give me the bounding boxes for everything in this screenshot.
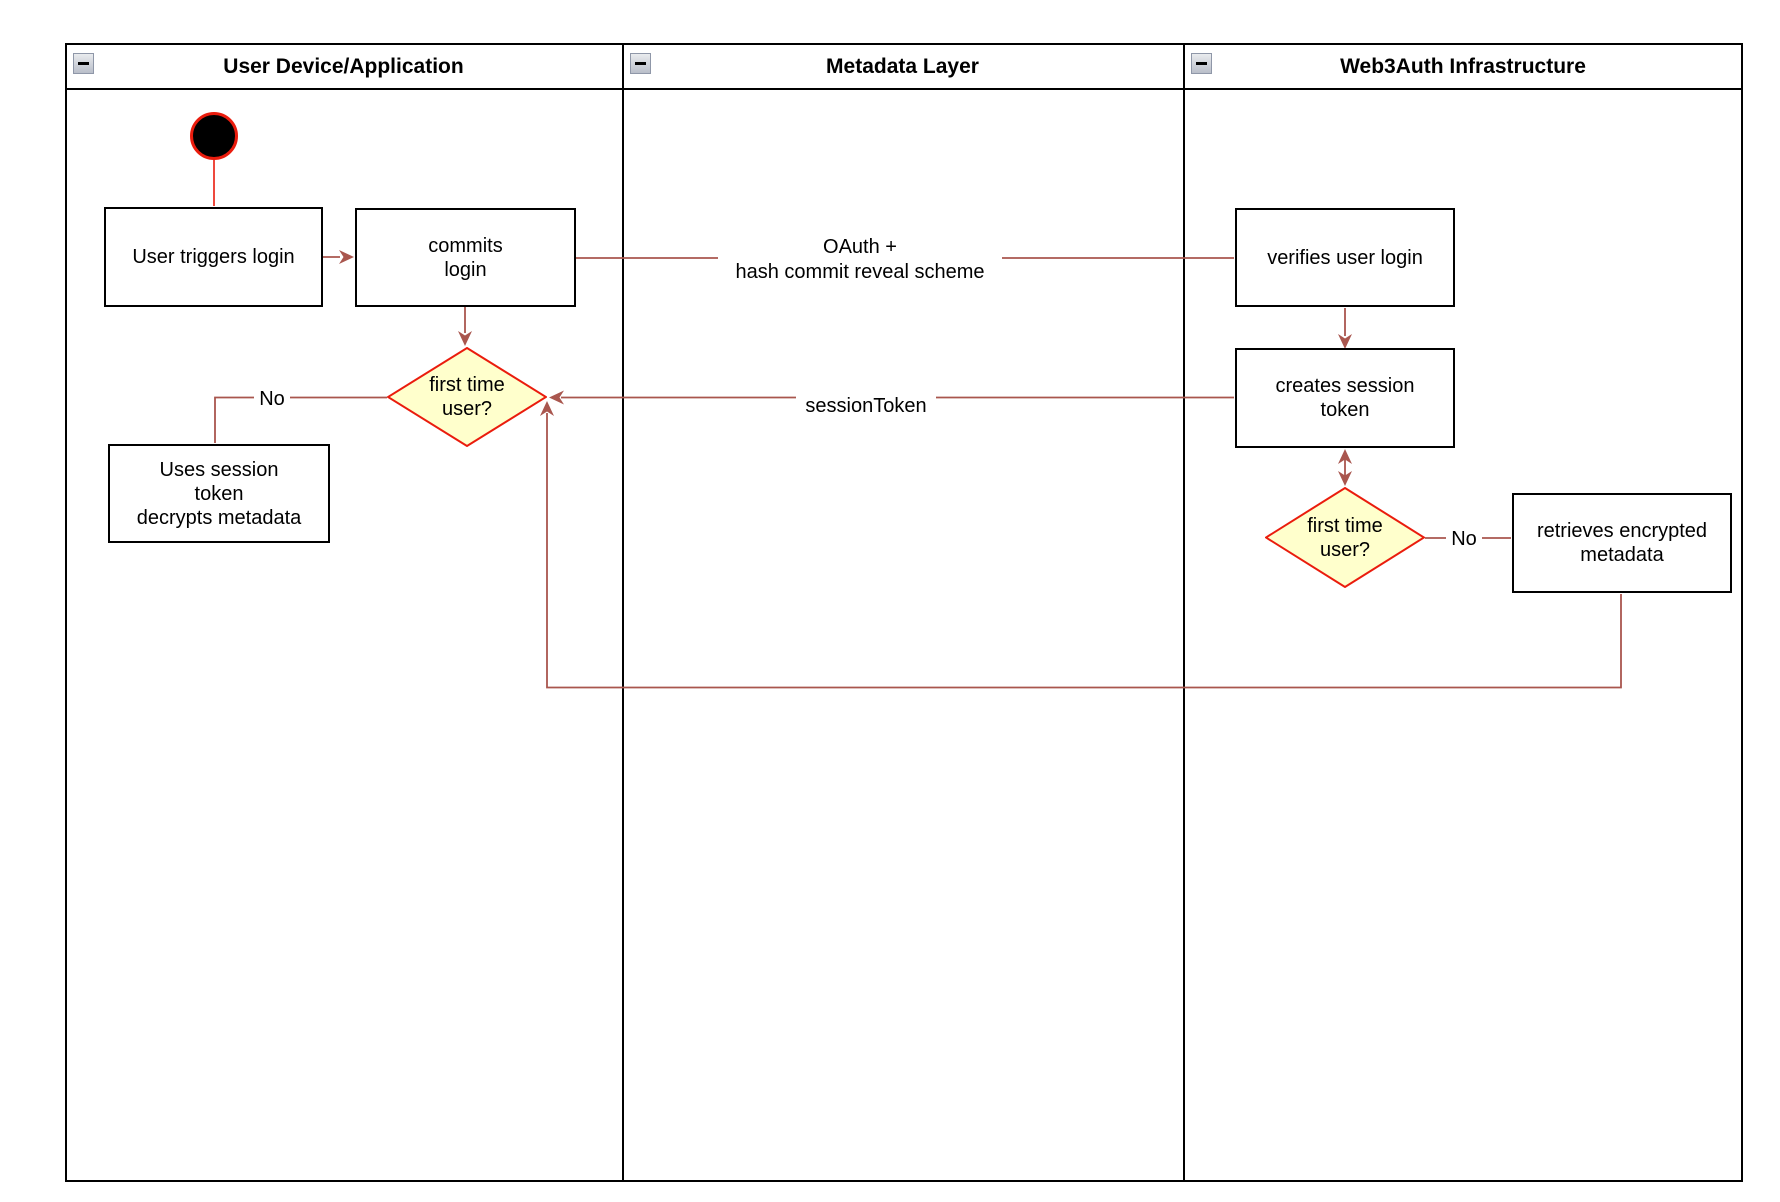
- lane-divider: [622, 43, 624, 1182]
- node-retrieves-encrypted-metadata[interactable]: retrieves encrypted metadata: [1512, 493, 1732, 593]
- minus-icon: [1196, 62, 1207, 65]
- node-verifies-user-login[interactable]: verifies user login: [1235, 208, 1455, 307]
- edge-label-oauth[interactable]: OAuth + hash commit reveal scheme: [718, 235, 1002, 285]
- lane-title: Metadata Layer: [826, 54, 979, 78]
- node-label-line: creates session: [1275, 375, 1415, 397]
- node-label-line: token: [1320, 399, 1370, 421]
- edge-label-no-left[interactable]: No: [254, 386, 290, 412]
- collapse-lane-icon[interactable]: [73, 53, 94, 74]
- decision-label-line: user?: [441, 398, 493, 420]
- node-label-line: decrypts metadata: [136, 506, 302, 529]
- edge-label-line: No: [259, 387, 285, 410]
- initial-state-icon[interactable]: [190, 112, 238, 160]
- lane-title: Web3Auth Infrastructure: [1340, 54, 1586, 78]
- node-commits-login[interactable]: commits login: [355, 208, 576, 307]
- edge-label-line: OAuth +: [823, 236, 897, 258]
- node-user-triggers-login[interactable]: User triggers login: [104, 207, 323, 307]
- node-label-line: retrieves encrypted: [1536, 520, 1708, 542]
- edge-label-no-right[interactable]: No: [1446, 526, 1482, 552]
- node-label-line: login: [444, 258, 487, 281]
- node-label-line: token: [194, 482, 244, 505]
- node-label-line: metadata: [1580, 544, 1664, 566]
- edge-label-line: hash commit reveal scheme: [735, 261, 985, 283]
- minus-icon: [635, 62, 646, 65]
- edge-label-line: sessionToken: [805, 395, 927, 417]
- lane-title: User Device/Application: [223, 54, 464, 78]
- decision-label-line: first time: [429, 374, 505, 396]
- decision-first-time-user-right[interactable]: first time user?: [1265, 487, 1425, 588]
- lane-header-user-device[interactable]: User Device/Application: [67, 45, 620, 88]
- node-creates-session-token[interactable]: creates session token: [1235, 348, 1455, 448]
- decision-label-line: user?: [1319, 538, 1371, 561]
- node-label-line: Uses session: [159, 458, 279, 481]
- diamond-shape: [387, 347, 547, 447]
- diamond-shape: [1265, 487, 1425, 588]
- collapse-lane-icon[interactable]: [1191, 53, 1212, 74]
- decision-first-time-user-left[interactable]: first time user?: [387, 347, 547, 447]
- lane-header-underline: [65, 88, 1743, 90]
- lane-header-web3auth[interactable]: Web3Auth Infrastructure: [1185, 45, 1741, 88]
- lane-header-metadata-layer[interactable]: Metadata Layer: [624, 45, 1181, 88]
- minus-icon: [78, 62, 89, 65]
- node-uses-session-token[interactable]: Uses session token decrypts metadata: [108, 444, 330, 543]
- node-label: verifies user login: [1267, 246, 1423, 269]
- lane-divider: [1183, 43, 1185, 1182]
- edge-label-line: No: [1451, 527, 1477, 550]
- decision-label-line: first time: [1307, 514, 1383, 537]
- node-label-line: commits: [428, 234, 503, 257]
- edge-label-session-token[interactable]: sessionToken: [796, 393, 936, 420]
- swimlane-pool-frame: [65, 43, 1743, 1182]
- node-label: User triggers login: [132, 246, 295, 268]
- collapse-lane-icon[interactable]: [630, 53, 651, 74]
